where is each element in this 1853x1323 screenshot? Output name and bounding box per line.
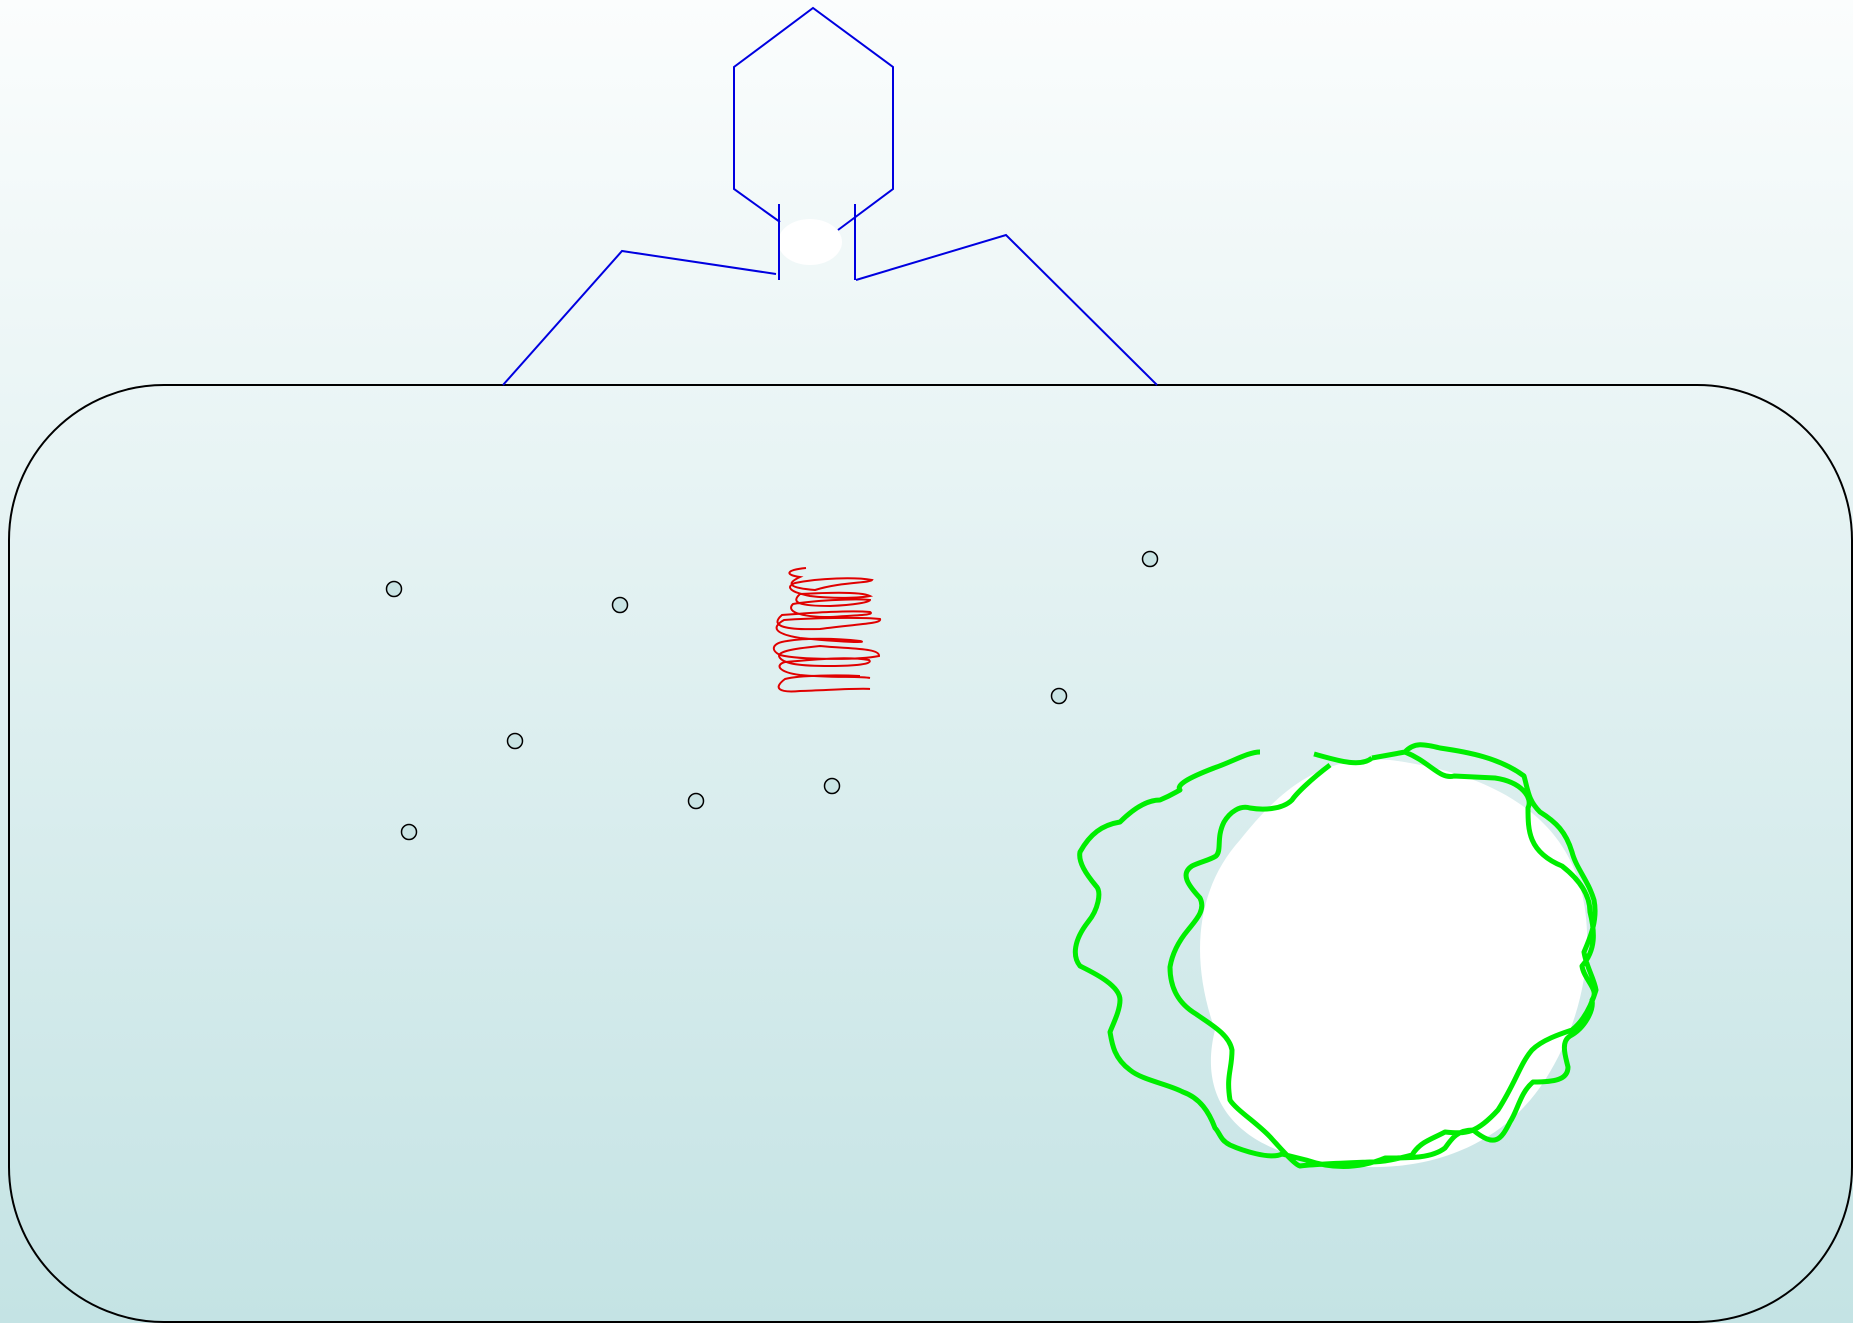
phage-head (733, 6, 894, 231)
host-chromosome-fill (1200, 759, 1588, 1168)
host-chromosome (1072, 742, 1599, 1169)
cytoplasm-particle (1050, 687, 1068, 705)
cytoplasm-particle (400, 823, 418, 841)
phage-tail-fiber-left (502, 249, 777, 386)
phage-tail-fiber-right (855, 233, 1158, 386)
cytoplasm-particle (823, 777, 841, 795)
cytoplasm-particle (1141, 550, 1159, 568)
phage-neck (778, 219, 842, 265)
bacteriophage (502, 6, 1158, 386)
cytoplasm-particle (687, 792, 705, 810)
cytoplasm-particles (385, 550, 1159, 841)
cytoplasm-particle (506, 732, 524, 750)
cytoplasm-particle (385, 580, 403, 598)
host-cell-membrane (8, 384, 1853, 1323)
viral-dna (772, 567, 881, 693)
cytoplasm-particle (611, 596, 629, 614)
